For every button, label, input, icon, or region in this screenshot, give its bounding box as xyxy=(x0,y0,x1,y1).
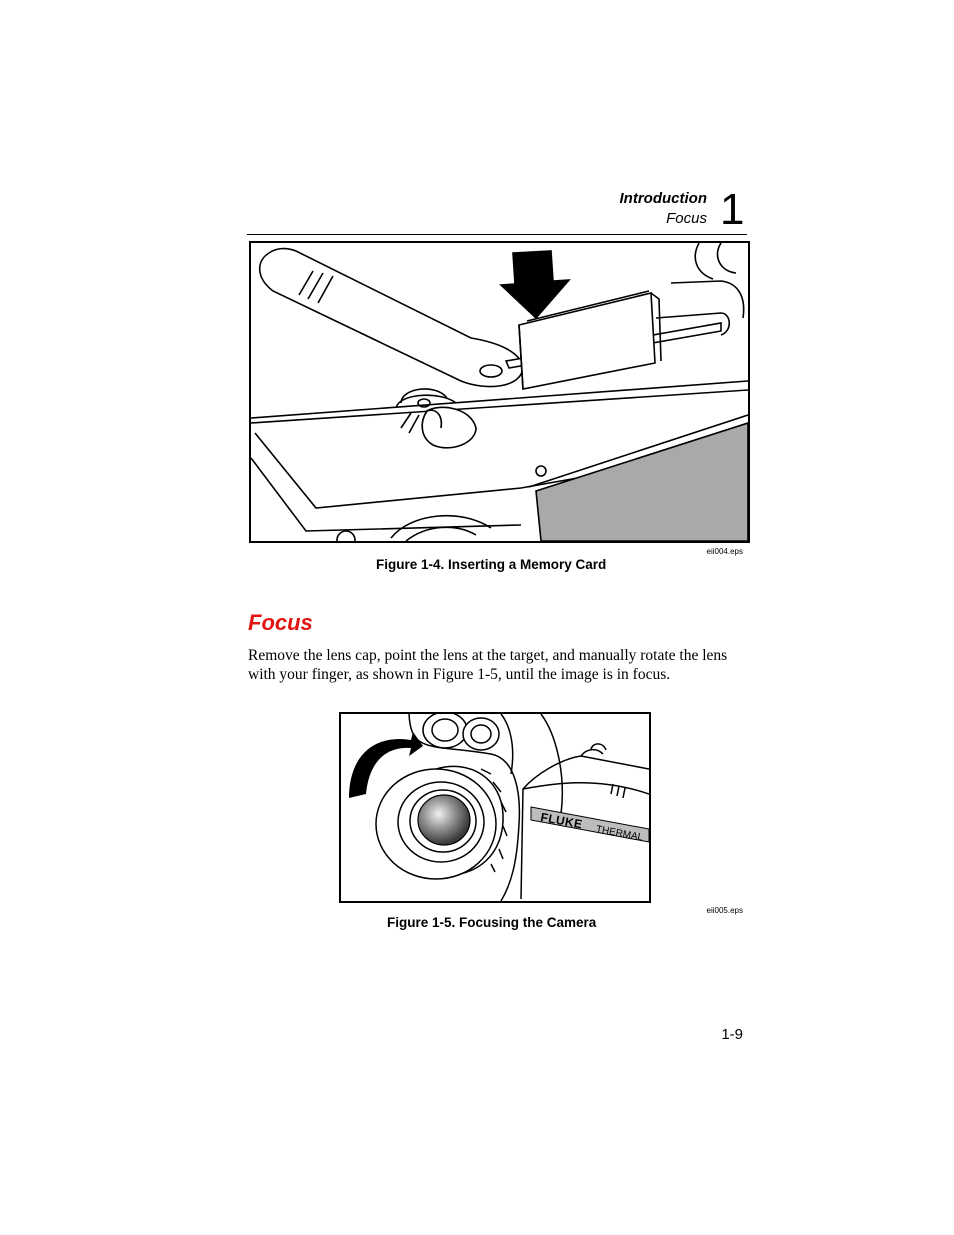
focus-illustration: FLUKE THERMAL xyxy=(339,712,651,903)
header-rule xyxy=(247,234,747,235)
body-paragraph: Remove the lens cap, point the lens at t… xyxy=(248,647,728,683)
section-heading: Focus xyxy=(248,610,313,635)
figure-file-label: eii005.eps xyxy=(706,906,743,915)
page-number: 1-9 xyxy=(721,1026,743,1043)
focus-drawing xyxy=(349,714,649,901)
memory-card-illustration xyxy=(249,241,750,543)
figure-caption: Figure 1-4. Inserting a Memory Card xyxy=(376,557,607,572)
memory-card-drawing xyxy=(251,243,748,541)
running-header-chapter: Introduction xyxy=(619,190,707,207)
chapter-number: 1 xyxy=(720,185,745,234)
figure-file-label: eii004.eps xyxy=(706,547,743,556)
running-header-section: Focus xyxy=(666,210,707,227)
figure-caption: Figure 1-5. Focusing the Camera xyxy=(387,915,597,930)
